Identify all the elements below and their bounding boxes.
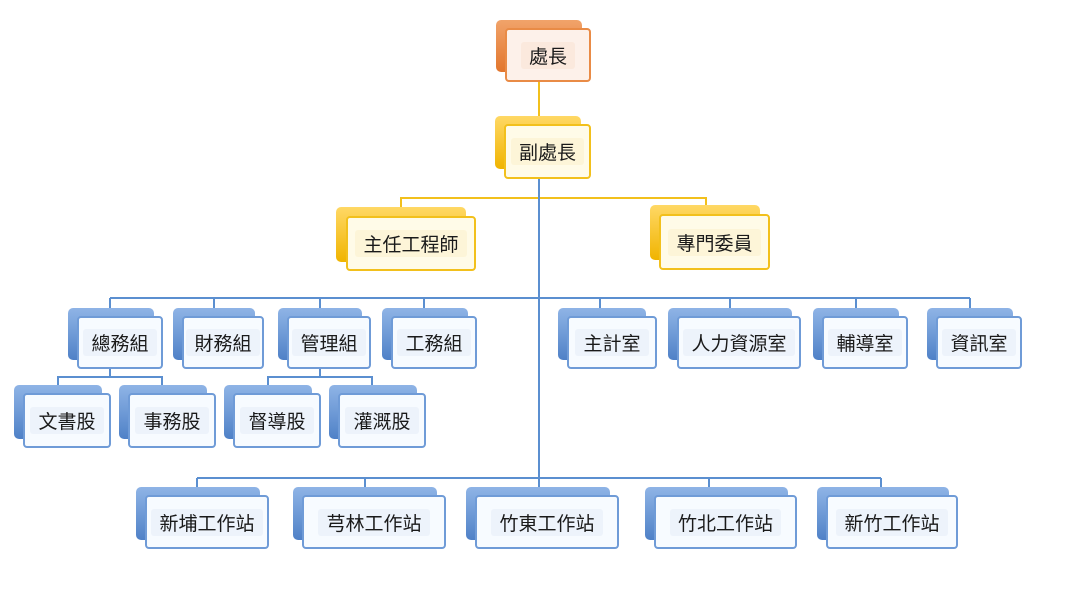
node-irrigation-label: 灌溉股 [345, 407, 419, 434]
node-accounting-label: 主計室 [575, 329, 649, 356]
node-management-label: 管理組 [292, 329, 366, 356]
node-chief-label: 處長 [520, 41, 575, 69]
node-qionglin-station: 芎林工作站 [293, 487, 447, 550]
node-deputy-label: 副處長 [510, 138, 584, 165]
node-chief-engineer-label: 主任工程師 [355, 230, 467, 257]
node-affairs: 事務股 [119, 385, 217, 449]
node-documents-label: 文書股 [30, 407, 104, 434]
node-chief-engineer: 主任工程師 [336, 207, 476, 273]
node-supervision-label: 督導股 [240, 407, 314, 434]
node-personnel: 人力資源室 [668, 308, 802, 370]
node-guidance-label: 輔導室 [828, 329, 902, 356]
node-documents: 文書股 [14, 385, 112, 449]
node-affairs-label: 事務股 [135, 407, 209, 434]
node-general-affairs-label: 總務組 [83, 329, 157, 356]
node-irrigation: 灌溉股 [329, 385, 427, 449]
node-supervision: 督導股 [224, 385, 322, 449]
node-commissioner: 專門委員 [650, 205, 770, 271]
node-zhudong-station: 竹東工作站 [466, 487, 620, 550]
node-qionglin-station-label: 芎林工作站 [318, 508, 430, 536]
node-commissioner-label: 專門委員 [668, 228, 761, 256]
node-finance-label: 財務組 [186, 329, 260, 356]
node-finance: 財務組 [173, 308, 265, 370]
node-zhudong-station-label: 竹東工作站 [491, 508, 603, 536]
node-xinpu-station: 新埔工作站 [136, 487, 270, 550]
node-deputy: 副處長 [495, 116, 592, 180]
node-guidance: 輔導室 [813, 308, 909, 370]
node-general-affairs: 總務組 [68, 308, 164, 370]
node-zhubei-station-label: 竹北工作站 [669, 508, 781, 536]
node-accounting: 主計室 [558, 308, 658, 370]
node-personnel-label: 人力資源室 [683, 329, 795, 356]
node-management: 管理組 [278, 308, 372, 370]
node-hsinchu-station: 新竹工作站 [817, 487, 959, 550]
node-hsinchu-station-label: 新竹工作站 [836, 508, 948, 536]
node-xinpu-station-label: 新埔工作站 [151, 508, 263, 536]
connector-staff [400, 197, 707, 207]
node-zhubei-station: 竹北工作站 [645, 487, 798, 550]
node-it-label: 資訊室 [942, 329, 1016, 356]
node-engineering-label: 工務組 [397, 329, 471, 356]
node-engineering: 工務組 [382, 308, 478, 370]
node-chief: 處長 [496, 20, 592, 83]
node-it: 資訊室 [927, 308, 1023, 370]
